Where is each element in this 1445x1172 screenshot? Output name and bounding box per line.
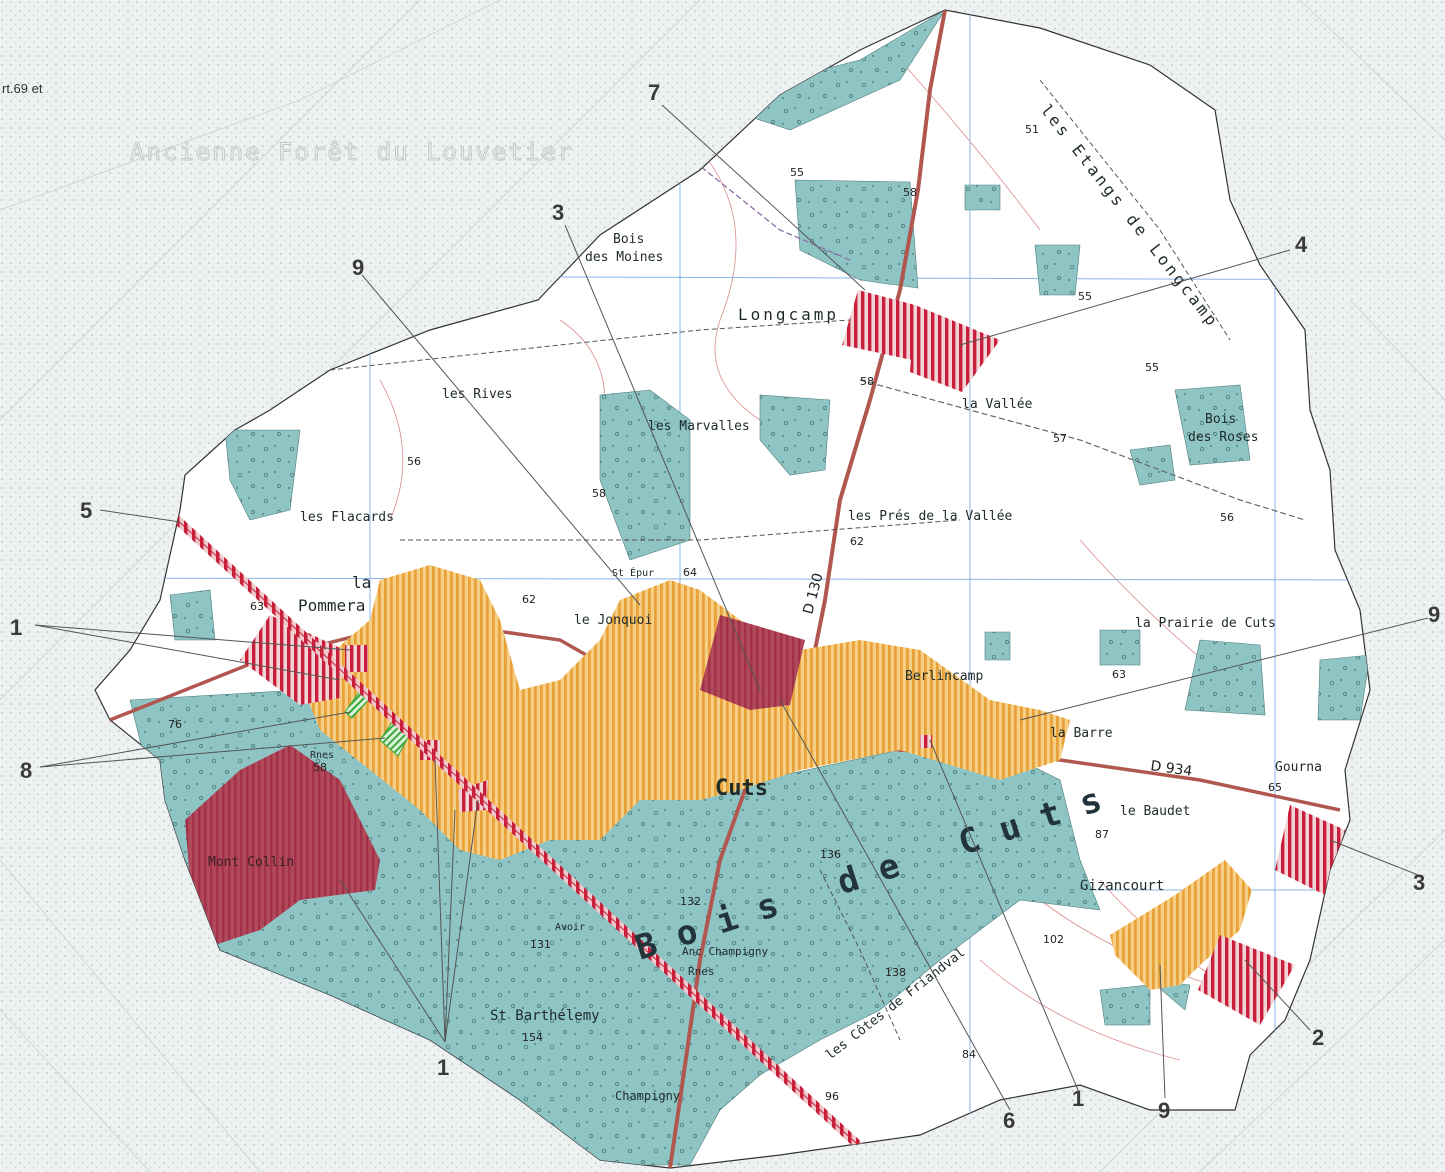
altitude: 58 bbox=[860, 375, 874, 388]
callout-3-top: 3 bbox=[552, 200, 564, 225]
altitude: 55 bbox=[1078, 290, 1092, 303]
altitude: 131 bbox=[530, 938, 551, 951]
altitude: 132 bbox=[680, 895, 701, 908]
label-gourna: Gourna bbox=[1275, 760, 1322, 775]
red-zone-pommeraie-small bbox=[345, 645, 368, 672]
label-la-pommeraie-2: Pommera bbox=[298, 596, 365, 615]
altitude: 138 bbox=[885, 966, 906, 979]
altitude: 64 bbox=[683, 566, 697, 579]
label-les-rives: les Rives bbox=[442, 387, 512, 402]
label-longcamp: Longcamp bbox=[738, 305, 839, 324]
label-st-barthelemy: St Barthélemy bbox=[490, 1008, 600, 1024]
label-la-vallee: la Vallée bbox=[962, 397, 1033, 412]
callout-8: 8 bbox=[20, 758, 32, 783]
red-zone-pommeraie bbox=[240, 615, 340, 705]
label-rnes: Rnes bbox=[688, 965, 715, 978]
label-bois-des-moines-1: Bois bbox=[613, 232, 644, 247]
red-zone-gourna bbox=[1275, 805, 1345, 895]
label-gizancourt: Gizancourt bbox=[1080, 878, 1164, 894]
callout-1-left: 1 bbox=[10, 615, 22, 640]
altitude: 56 bbox=[1220, 511, 1234, 524]
altitude: 51 bbox=[1025, 123, 1039, 136]
callout-9-top: 9 bbox=[352, 255, 364, 280]
altitude: 62 bbox=[522, 593, 536, 606]
label-cuts: Cuts bbox=[715, 776, 768, 801]
orange-zone-gizancourt bbox=[1110, 860, 1252, 990]
altitude: 58 bbox=[903, 186, 917, 199]
callout-7: 7 bbox=[648, 80, 660, 105]
red-zone-gizancourt bbox=[1198, 935, 1295, 1025]
label-la-pommeraie-1: la bbox=[352, 573, 371, 592]
label-champigny: Champigny bbox=[615, 1089, 680, 1103]
red-zone-small-c bbox=[920, 735, 932, 748]
label-le-baudet: le Baudet bbox=[1120, 804, 1190, 819]
callout-1-right: 1 bbox=[1072, 1086, 1084, 1111]
corner-text: rt.69 et bbox=[2, 81, 43, 96]
altitude: 87 bbox=[1095, 828, 1109, 841]
label-st-epur: St Épur bbox=[612, 566, 654, 579]
altitude: 57 bbox=[1053, 432, 1067, 445]
label-bois-des-moines-2: des Moines bbox=[585, 250, 663, 265]
altitude: 58 bbox=[313, 761, 327, 774]
callout-numbers: 1 1 1 2 3 3 4 5 6 7 8 9 9 9 bbox=[10, 80, 1440, 1133]
label-le-jonquoi: le Jonquoi bbox=[574, 613, 652, 628]
label-bois-des-roses-1: Bois bbox=[1205, 412, 1236, 427]
label-bois-des-roses-2: des Roses bbox=[1188, 430, 1258, 445]
label-la-prairie: la Prairie de Cuts bbox=[1135, 616, 1276, 631]
callout-4: 4 bbox=[1295, 232, 1308, 257]
callout-9-right: 9 bbox=[1428, 602, 1440, 627]
altitude: 58 bbox=[592, 487, 606, 500]
label-road-d934: D 934 bbox=[1149, 758, 1193, 780]
callout-1-bottom: 1 bbox=[437, 1055, 449, 1080]
callout-5: 5 bbox=[80, 498, 92, 523]
altitude: 63 bbox=[1112, 668, 1126, 681]
callout-2: 2 bbox=[1312, 1025, 1324, 1050]
altitude: 76 bbox=[168, 718, 182, 731]
label-les-pres: les Prés de la Vallée bbox=[848, 509, 1013, 524]
altitude: 56 bbox=[407, 455, 421, 468]
label-les-flacards: les Flacards bbox=[300, 510, 394, 525]
altitude: 55 bbox=[1145, 361, 1159, 374]
altitude: 102 bbox=[1043, 933, 1064, 946]
orange-zone-central bbox=[300, 565, 1070, 860]
road-d130 bbox=[668, 10, 947, 1168]
altitude: 96 bbox=[825, 1090, 839, 1103]
orange-zones bbox=[300, 565, 1252, 990]
altitude: 63 bbox=[250, 600, 264, 613]
red-zone-montcollin bbox=[185, 745, 380, 945]
altitude-labels: 55 58 51 55 58 55 57 56 56 58 62 64 62 6… bbox=[168, 123, 1282, 1103]
label-les-marvalles: les Marvalles bbox=[648, 419, 750, 434]
red-zone-centre bbox=[700, 615, 805, 710]
callout-leaders bbox=[34, 104, 1429, 1111]
red-zone-longcamp-b bbox=[910, 305, 1000, 392]
railway-line-edge bbox=[149, 494, 881, 1166]
label-la-barre: la Barre bbox=[1050, 726, 1113, 741]
red-zone-longcamp-a bbox=[842, 290, 915, 360]
callout-9-bottom: 9 bbox=[1158, 1098, 1170, 1123]
label-avoir: Avoir bbox=[555, 922, 585, 933]
callout-3-right: 3 bbox=[1413, 870, 1425, 895]
label-anc-champigny: Anc Champigny bbox=[682, 945, 768, 958]
ghost-label: Ancienne Forêt du Louvetier bbox=[130, 138, 574, 166]
callout-6: 6 bbox=[1003, 1108, 1015, 1133]
altitude: 62 bbox=[850, 535, 864, 548]
altitude: 84 bbox=[962, 1048, 976, 1061]
altitude: 154 bbox=[522, 1031, 543, 1044]
label-montcollin: Mont Collin bbox=[208, 855, 294, 870]
altitude: 65 bbox=[1268, 781, 1282, 794]
altitude: 136 bbox=[820, 848, 841, 861]
label-berlincamp: Berlincamp bbox=[905, 669, 983, 684]
altitude: 55 bbox=[790, 166, 804, 179]
label-rnes-2: Rnes bbox=[310, 750, 334, 761]
